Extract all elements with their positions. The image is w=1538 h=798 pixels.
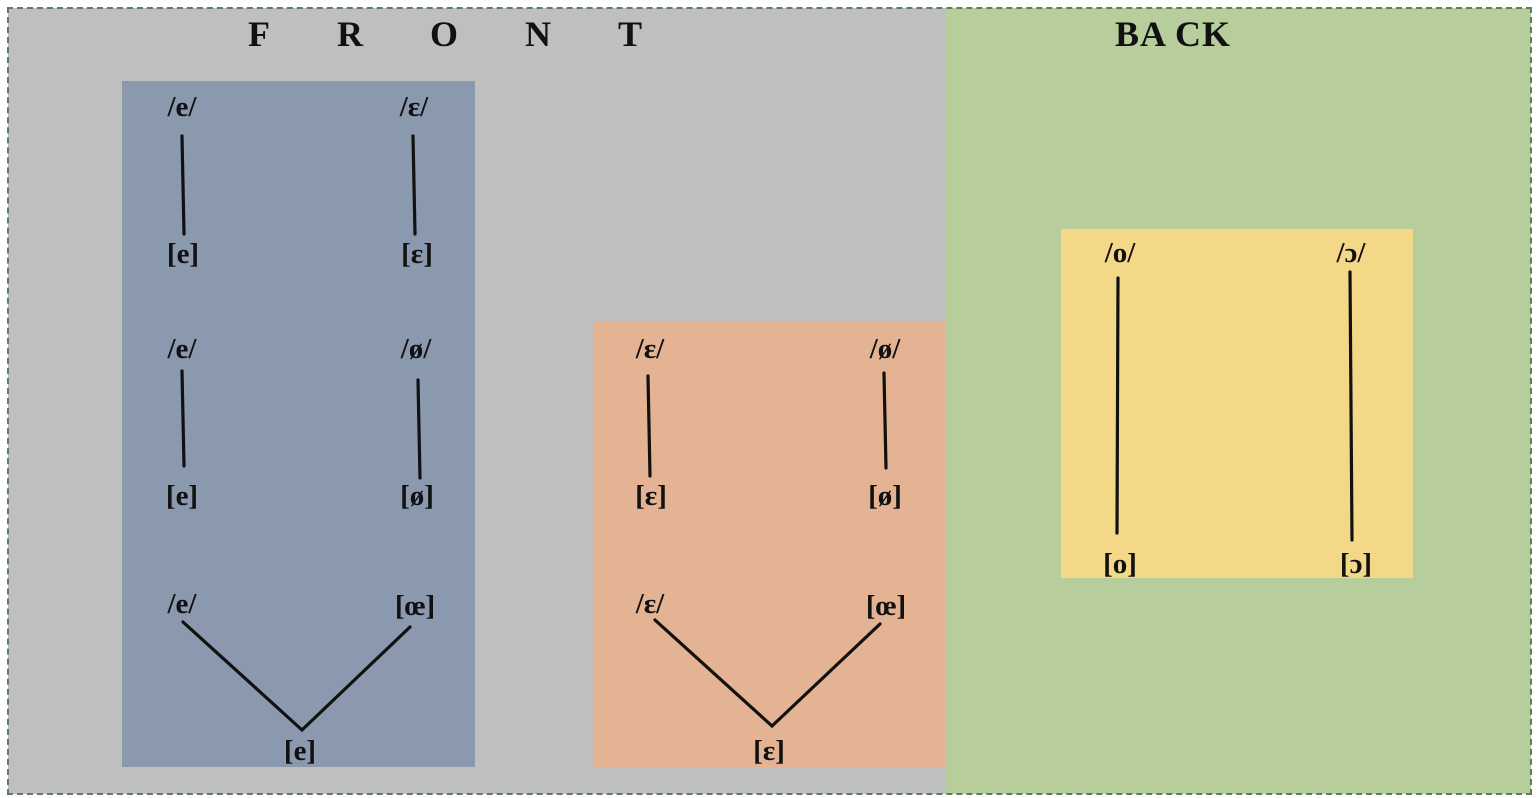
orange-merge-left: /ɛ/ xyxy=(635,588,665,620)
orange-pair-bottom-left: [ɛ] xyxy=(635,480,667,512)
blue-merge-right: [œ] xyxy=(394,590,436,622)
blue-pair1-right-line xyxy=(411,134,417,236)
yellow-pair-right-line xyxy=(1348,270,1354,542)
front-blue-box xyxy=(122,81,475,767)
yellow-pair-bottom-left: [o] xyxy=(1103,548,1137,580)
yellow-pair-bottom-right: [ɔ] xyxy=(1339,548,1373,580)
blue-pair1-top-left: /e/ xyxy=(167,91,197,123)
orange-pair-left-line xyxy=(646,374,652,478)
orange-merge-right-line xyxy=(770,622,882,728)
orange-pair-bottom-right: [ø] xyxy=(868,480,902,512)
blue-merge-left-line xyxy=(181,620,304,732)
orange-merge-result: [ɛ] xyxy=(753,735,785,767)
blue-pair2-bottom-left: [e] xyxy=(165,480,199,512)
orange-pair-right-line xyxy=(882,371,888,470)
blue-merge-result: [e] xyxy=(283,735,317,767)
blue-merge-right-line xyxy=(300,625,412,732)
blue-merge-left: /e/ xyxy=(167,588,197,620)
yellow-pair-top-right: /ɔ/ xyxy=(1336,237,1366,269)
blue-pair1-top-right: /ɛ/ xyxy=(399,91,429,123)
blue-pair2-top-right: /ø/ xyxy=(400,333,432,365)
orange-merge-left-line xyxy=(653,618,774,728)
blue-pair1-left-line xyxy=(180,134,186,236)
blue-pair2-right-line xyxy=(416,378,422,480)
back-heading: BA CK xyxy=(1115,14,1232,54)
blue-pair2-left-line xyxy=(180,369,186,468)
blue-pair2-top-left: /e/ xyxy=(167,333,197,365)
blue-pair1-bottom-right: [ɛ] xyxy=(401,238,433,270)
front-heading: FRONT xyxy=(248,14,709,54)
back-yellow-box xyxy=(1061,229,1413,578)
front-orange-box xyxy=(593,322,945,767)
orange-pair-top-right: /ø/ xyxy=(869,333,901,365)
yellow-pair-top-left: /o/ xyxy=(1104,237,1136,269)
yellow-pair-left-line xyxy=(1115,276,1120,535)
orange-merge-right: [œ] xyxy=(865,590,907,622)
blue-pair2-bottom-right: [ø] xyxy=(400,480,434,512)
blue-pair1-bottom-left: [e] xyxy=(166,238,200,270)
orange-pair-top-left: /ɛ/ xyxy=(635,333,665,365)
